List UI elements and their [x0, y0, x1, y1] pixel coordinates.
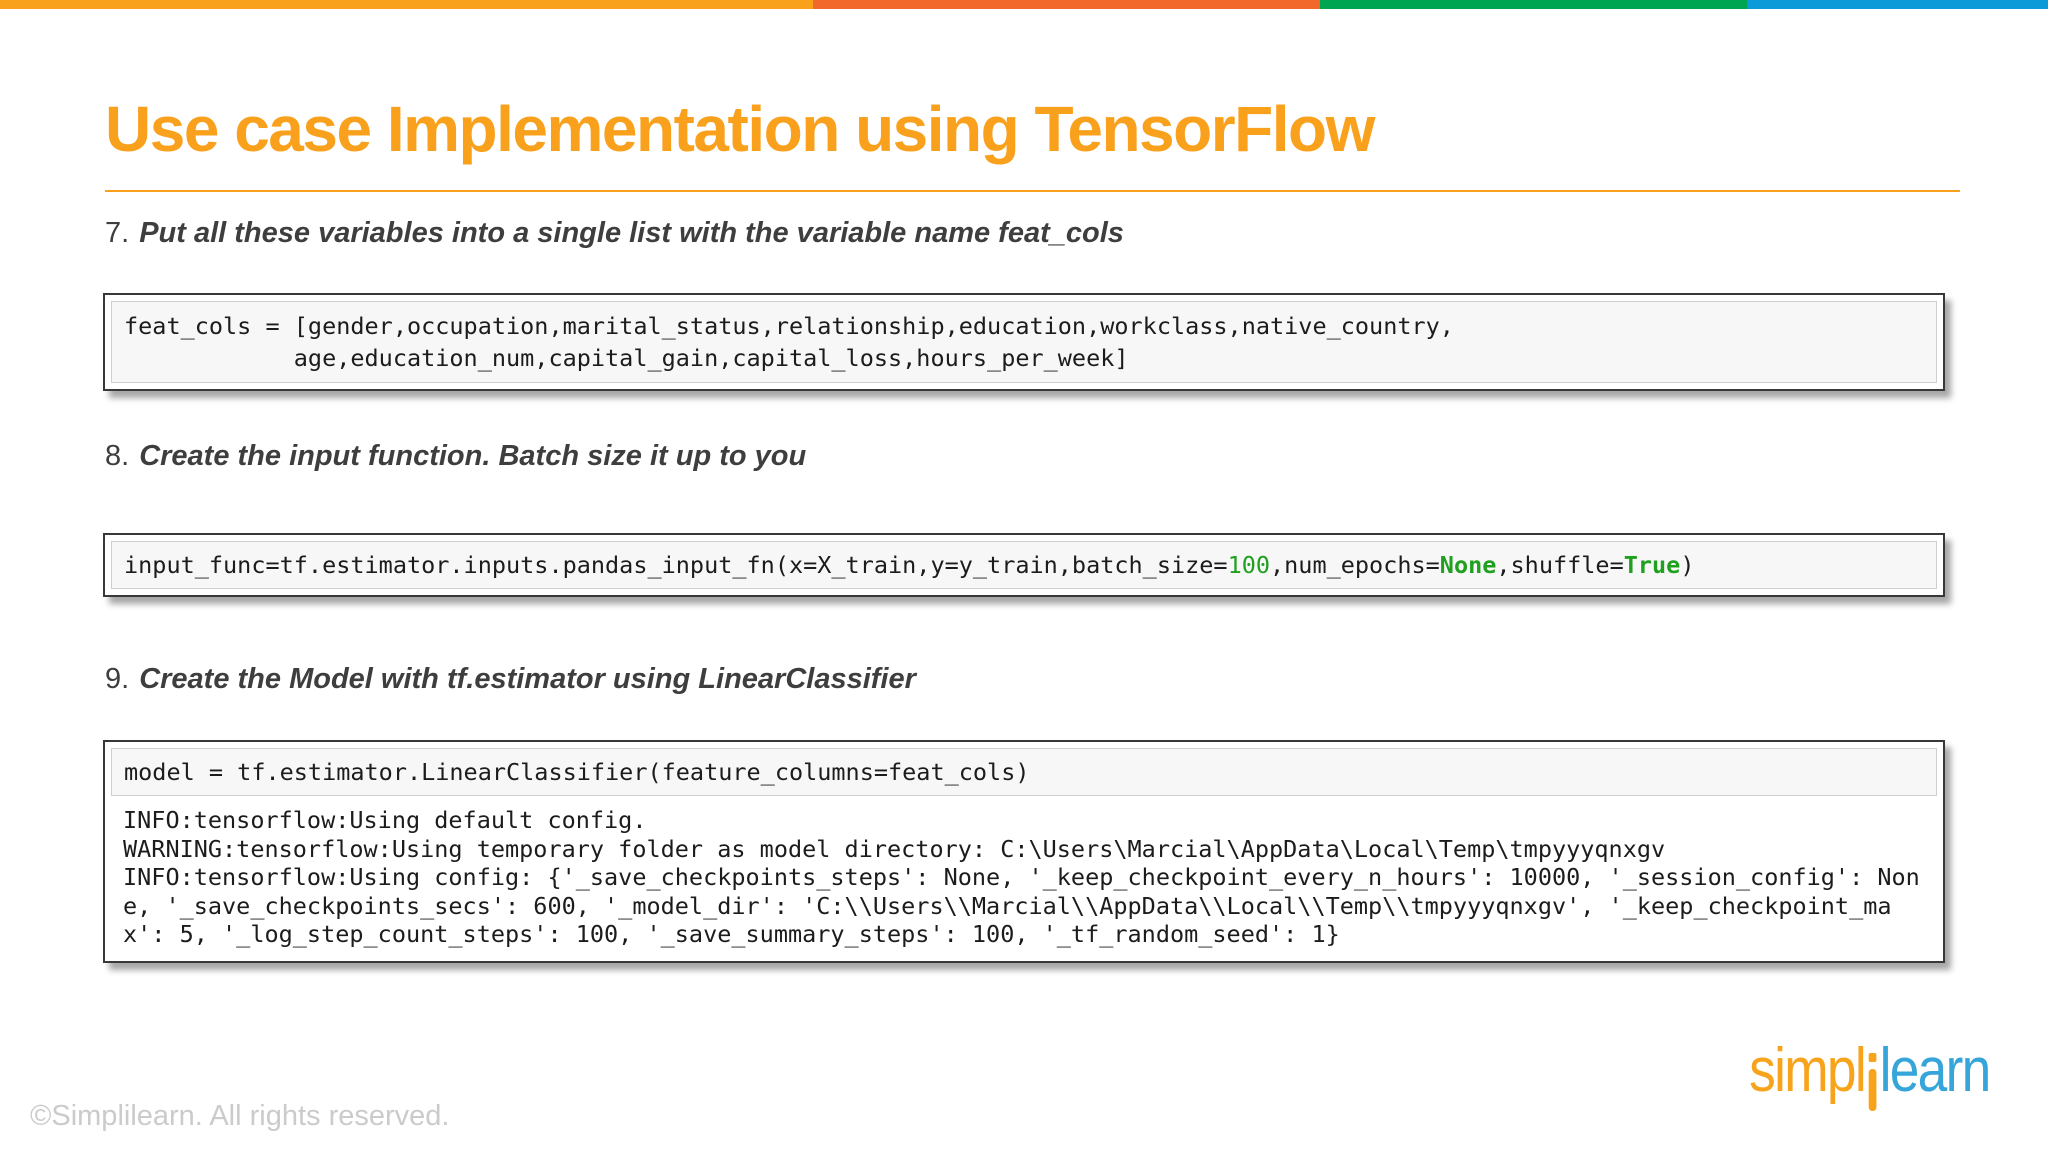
log-line: WARNING:tensorflow:Using temporary folde… [123, 834, 1666, 863]
step-8-number: 8. [105, 440, 130, 472]
logo-i-dot [1868, 1053, 1877, 1062]
notebook-output-log: INFO:tensorflow:Using default config.WAR… [111, 796, 1937, 955]
log-line: e, '_save_checkpoints_secs': 600, '_mode… [123, 891, 1892, 920]
code-line: model = tf.estimator.LinearClassifier(fe… [124, 758, 1030, 786]
brand-bar-green-segment [1320, 0, 1747, 9]
logo-i-stem [1868, 1069, 1877, 1111]
code-keyword-token: True [1623, 551, 1681, 579]
code-line: age,education_num,capital_gain,capital_l… [124, 344, 1129, 372]
code-cell-input-func: input_func=tf.estimator.inputs.pandas_in… [111, 541, 1937, 589]
code-keyword-token: None [1439, 551, 1497, 579]
step-8-text: Create the input function. Batch size it… [139, 440, 807, 472]
log-line: INFO:tensorflow:Using config: {'_save_ch… [123, 863, 1920, 891]
logo-learn-text: learn [1880, 1036, 1992, 1105]
code-line: feat_cols = [gender,occupation,marital_s… [124, 312, 1454, 340]
step-7-heading: 7. Put all these variables into a single … [105, 216, 1124, 250]
code-cell-feat-cols: feat_cols = [gender,occupation,marital_s… [111, 301, 1937, 383]
title-underline [105, 190, 1960, 192]
code-cell-model: model = tf.estimator.LinearClassifier(fe… [111, 748, 1937, 796]
code-segment: ,num_epochs= [1270, 551, 1440, 579]
logo-i-mark-icon [1865, 1040, 1880, 1122]
code-number-token: 100 [1227, 551, 1271, 579]
step-9-number: 9. [105, 663, 130, 695]
log-line: x': 5, '_log_step_count_steps': 100, '_s… [123, 920, 1340, 948]
logo-simpl-text: simpl [1749, 1036, 1868, 1105]
brand-color-bar [0, 0, 2048, 9]
copyright-text: ©Simplilearn. All rights reserved. [30, 1100, 450, 1132]
slide-title: Use case Implementation using TensorFlow [105, 93, 1375, 165]
step-9-heading: 9. Create the Model with tf.estimator usi… [105, 662, 916, 696]
code-box-feat-cols: feat_cols = [gender,occupation,marital_s… [103, 293, 1945, 391]
brand-bar-amber-segment [0, 0, 813, 9]
step-8-heading: 8. Create the input function. Batch size … [105, 439, 806, 473]
step-7-number: 7. [105, 217, 130, 249]
brand-bar-blue-segment [1747, 0, 2048, 9]
code-segment: ) [1680, 551, 1695, 579]
code-box-model: model = tf.estimator.LinearClassifier(fe… [103, 740, 1945, 963]
brand-bar-orange-segment [813, 0, 1320, 9]
step-9-text: Create the Model with tf.estimator using… [139, 663, 916, 695]
code-box-input-func: input_func=tf.estimator.inputs.pandas_in… [103, 533, 1945, 597]
code-segment: ,shuffle= [1496, 551, 1624, 579]
step-7-text: Put all these variables into a single li… [139, 217, 1124, 249]
log-line: INFO:tensorflow:Using default config. [123, 806, 647, 834]
code-segment: input_func=tf.estimator.inputs.pandas_in… [124, 551, 1228, 579]
